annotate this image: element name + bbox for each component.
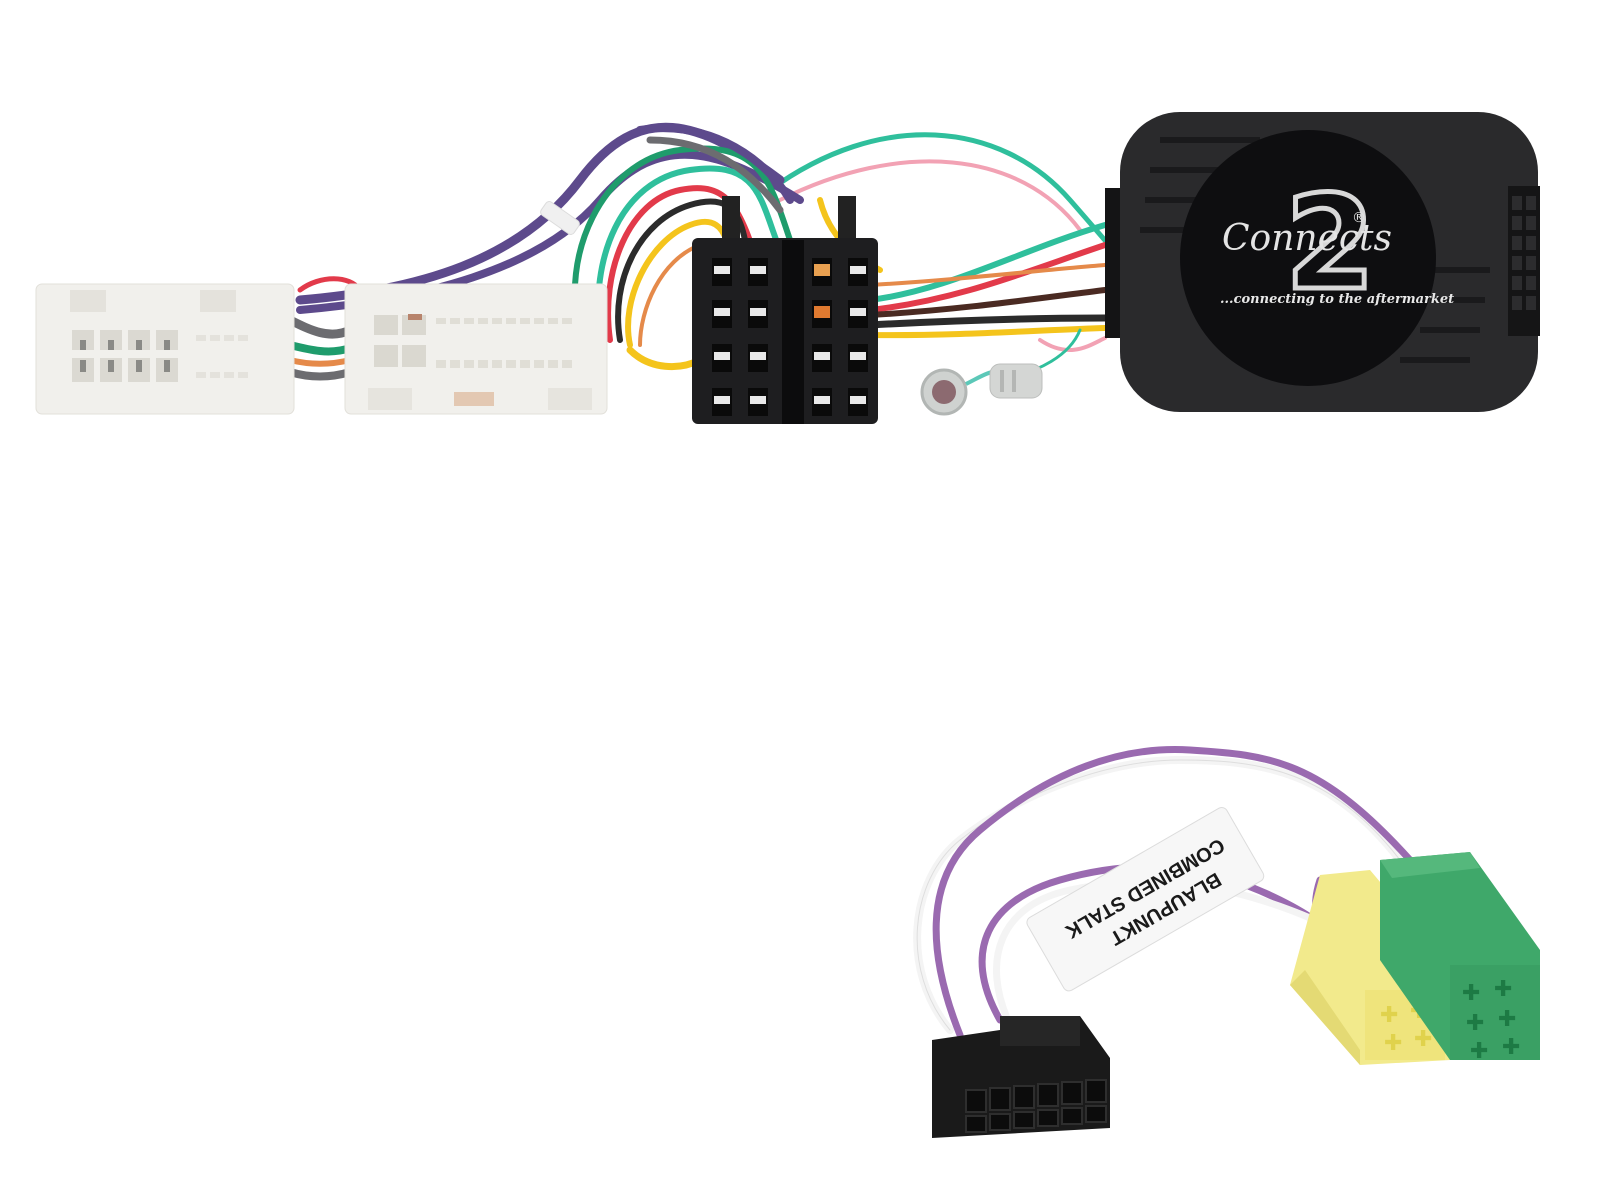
svg-text:✚: ✚ xyxy=(1498,1007,1516,1032)
antenna-adaptors xyxy=(920,363,1043,416)
svg-text:✚: ✚ xyxy=(1466,1011,1484,1036)
svg-text:✚: ✚ xyxy=(1470,1039,1488,1064)
cable-tie xyxy=(540,201,580,235)
interface-box: 2 Connects ® ...connecting to the afterm… xyxy=(1105,112,1540,412)
mini-iso-green: ✚ ✚ ✚ ✚ ✚ ✚ xyxy=(1380,852,1540,1064)
brand-name: Connects xyxy=(1222,218,1392,259)
tagline: ...connecting to the aftermarket xyxy=(1220,292,1454,307)
registered-mark: ® xyxy=(1352,210,1366,226)
iso-connector-pair xyxy=(692,196,878,424)
vehicle-connector-large xyxy=(35,283,295,415)
svg-text:✚: ✚ xyxy=(1494,977,1512,1002)
brand-numeral: 2 xyxy=(1285,167,1375,319)
svg-text:✚: ✚ xyxy=(1414,1027,1432,1052)
svg-text:✚: ✚ xyxy=(1380,1003,1398,1028)
svg-text:✚: ✚ xyxy=(1462,981,1480,1006)
svg-text:✚: ✚ xyxy=(1502,1035,1520,1060)
patch-lead-molex-connector xyxy=(932,1016,1110,1138)
vehicle-connector-medium xyxy=(344,283,608,415)
svg-text:✚: ✚ xyxy=(1384,1031,1402,1056)
